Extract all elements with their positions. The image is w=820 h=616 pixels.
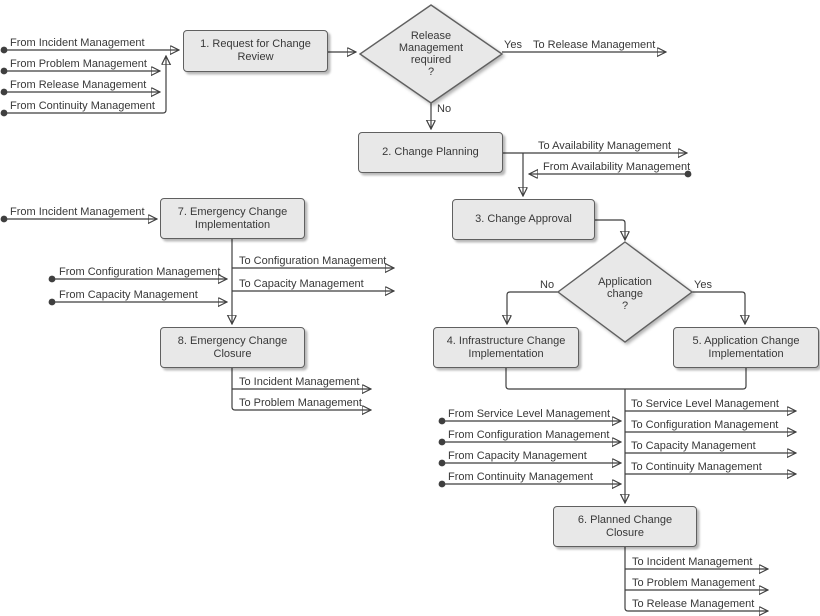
edge-label-from-incident-top: From Incident Management [10,37,145,49]
box-request-for-change-review: 1. Request for Change Review [183,30,328,72]
edge-label-to-configuration-mid: To Configuration Management [239,255,387,267]
edge-label-to-incident-mid: To Incident Management [239,376,360,388]
box-change-planning: 2. Change Planning [358,132,503,173]
branch-label-no-release: No [437,103,452,115]
decision-application-change-shape [556,241,694,343]
connector-from-continuity-top [4,56,166,113]
edge-label-to-continuity-bottom: To Continuity Management [631,461,762,473]
edge-label-to-release-bottom: To Release Management [632,598,755,610]
edge-label-to-release-top: To Release Management [533,39,656,51]
edge-label-to-service-level: To Service Level Management [631,398,779,410]
edge-label-to-problem-bottom: To Problem Management [632,577,755,589]
branch-label-yes-release: Yes [504,39,522,51]
edge-label-from-availability: From Availability Management [543,161,691,173]
edge-label-to-configuration-bottom: To Configuration Management [631,419,779,431]
edge-label-from-capacity-bottom: From Capacity Management [448,450,587,462]
edge-label-to-problem-mid: To Problem Management [239,397,362,409]
box-emergency-change-implementation: 7. Emergency Change Implementation [160,198,305,239]
edge-label-from-release-top: From Release Management [10,79,147,91]
decision-release-management-shape [358,4,504,104]
box-infrastructure-change-implementation: 4. Infrastructure Change Implementation [433,327,579,368]
connector-box8-to-problem [231,368,371,410]
edge-label-from-continuity-top: From Continuity Management [10,100,155,112]
connector-box4-box5-join [505,368,747,390]
decision-release-management-label: Release Management required ? [398,30,464,78]
edge-label-to-capacity-mid: To Capacity Management [239,278,364,290]
box-change-approval: 3. Change Approval [452,199,595,240]
connector-box3-to-decision2 [595,219,625,240]
box-planned-change-closure: 6. Planned Change Closure [553,506,697,547]
box-emergency-change-closure: 8. Emergency Change Closure [160,327,305,368]
box-application-change-implementation: 5. Application Change Implementation [673,327,819,368]
branch-label-yes-application: Yes [694,279,712,291]
edge-label-from-continuity-bottom: From Continuity Management [448,471,593,483]
connector-decision2-no [507,291,558,324]
edge-label-from-capacity-mid: From Capacity Management [59,289,198,301]
edge-label-from-service-level: From Service Level Management [448,408,611,420]
connector-decision2-yes [692,291,745,324]
edge-label-to-availability: To Availability Management [538,140,672,152]
edge-label-from-configuration-bottom: From Configuration Management [448,429,610,441]
edge-label-from-problem-top: From Problem Management [10,58,147,70]
edge-label-to-incident-bottom: To Incident Management [632,556,753,568]
edge-label-from-configuration-mid: From Configuration Management [59,266,221,278]
connector-box6-to-release [624,547,768,611]
edge-label-to-capacity-bottom: To Capacity Management [631,440,756,452]
edge-label-from-incident-mid: From Incident Management [10,206,145,218]
decision-application-change-label: Application change ? [598,276,652,312]
branch-label-no-application: No [540,279,555,291]
